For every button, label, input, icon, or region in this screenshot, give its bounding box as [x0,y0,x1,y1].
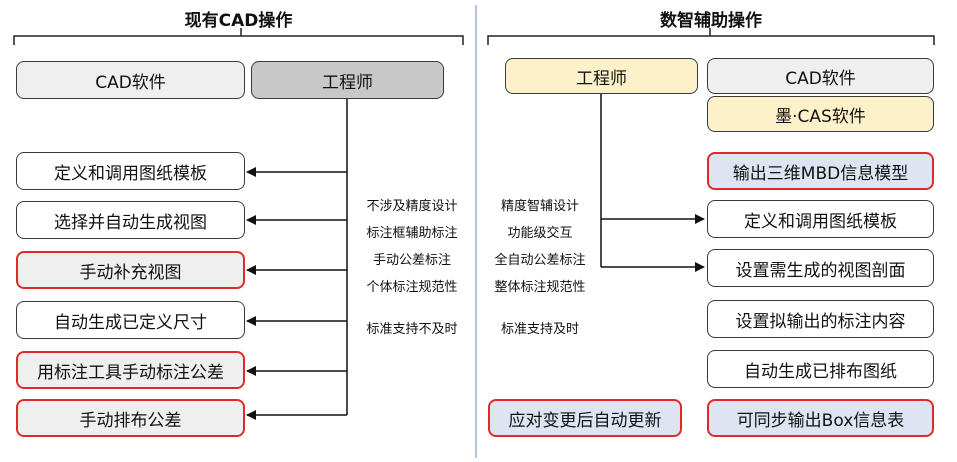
left-title: 现有CAD操作 [184,11,293,31]
right-mocas-software-box: 墨·CAS软件 [707,96,934,132]
right-title: 数智辅助操作 [660,11,762,31]
right-note-3: 全自动公差标注 [494,253,586,268]
right-note-1: 精度智辅设计 [500,199,579,214]
left-step-6: 手动排布公差 [16,399,245,437]
right-note-4: 整体标注规范性 [494,280,586,295]
left-engineer-box: 工程师 [251,61,444,99]
left-note-5: 标准支持不及时 [366,322,458,337]
right-note-2: 功能级交互 [507,226,573,241]
right-brace [487,28,935,45]
left-note-3: 手动公差标注 [372,253,451,268]
right-step-2: 定义和调用图纸模板 [707,200,934,238]
left-step-4: 自动生成已定义尺寸 [16,301,245,339]
left-brace [13,28,464,45]
left-note-2: 标注框辅助标注 [366,226,458,241]
right-step-3: 设置需生成的视图剖面 [707,249,934,287]
left-note-4: 个体标注规范性 [366,280,458,295]
left-step-3: 手动补充视图 [16,251,245,289]
left-step-1: 定义和调用图纸模板 [16,152,245,190]
right-step-1: 输出三维MBD信息模型 [707,152,934,190]
right-cad-software-box: CAD软件 [707,58,934,94]
right-step-5: 自动生成已排布图纸 [707,350,934,388]
left-step-2: 选择并自动生成视图 [16,201,245,239]
left-step-5: 用标注工具手动标注公差 [16,351,245,389]
right-auto-update-box: 应对变更后自动更新 [488,399,682,437]
left-note-1: 不涉及精度设计 [366,199,458,214]
left-cad-software-box: CAD软件 [16,61,245,99]
right-engineer-box: 工程师 [505,58,698,94]
right-step-4: 设置拟输出的标注内容 [707,300,934,338]
right-step-6: 可同步输出Box信息表 [707,399,934,437]
right-note-5: 标准支持及时 [500,322,579,337]
